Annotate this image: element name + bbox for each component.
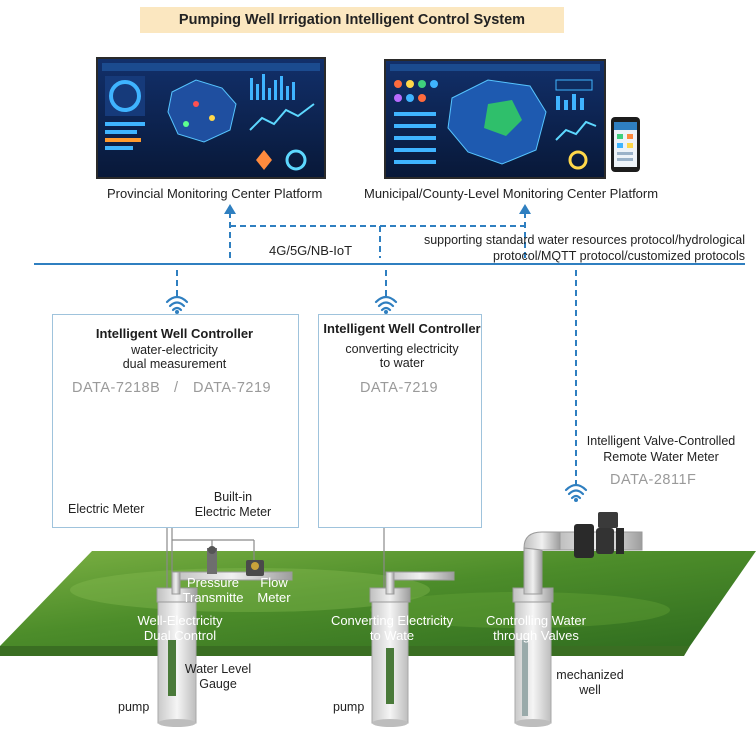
controller-left-subtitle-1: water-electricity xyxy=(131,343,218,357)
model-separator: / xyxy=(174,380,179,396)
controller-middle-header: Intelligent Well Controller converting e… xyxy=(318,321,486,370)
converting-electricity-label: Converting Electricity to Wate xyxy=(322,613,462,643)
water-level-line-2: Gauge xyxy=(199,677,237,691)
ground-pipes xyxy=(156,512,643,603)
pressure-line-2: Transmitte xyxy=(182,590,244,605)
model-2811f: DATA-2811F xyxy=(610,472,697,488)
well-electricity-label: Well-Electricity Dual Control xyxy=(125,613,235,643)
mechanized-well-label: mechanized well xyxy=(548,668,632,698)
pressure-line-1: Pressure xyxy=(186,575,240,590)
wifi-icons xyxy=(165,295,588,500)
controller-middle-subtitle-1: converting electricity xyxy=(345,342,459,356)
municipal-platform-screen xyxy=(384,59,640,179)
controlling-water-label: Controlling Water through Valves xyxy=(476,613,596,643)
wiring xyxy=(166,528,385,600)
built-in-meter-line-2: Electric Meter xyxy=(194,505,272,519)
controller-middle-title: Intelligent Well Controller xyxy=(323,321,481,336)
well-casings xyxy=(157,597,552,727)
pressure-transmitter-label: Pressure Transmitte xyxy=(176,575,250,605)
pump-middle-label: pump xyxy=(333,700,365,714)
model-7218b: DATA-7218B xyxy=(72,380,161,396)
mech-line-1: mechanized xyxy=(556,668,624,682)
well-elec-line-2: Dual Control xyxy=(143,628,217,643)
mech-line-2: well xyxy=(579,683,601,697)
controller-left-title: Intelligent Well Controller xyxy=(95,326,254,341)
arrowheads xyxy=(224,204,531,214)
network-links xyxy=(176,212,577,486)
provincial-platform-screen xyxy=(96,57,326,179)
controller-middle-subtitle-2: to water xyxy=(379,356,425,370)
controlling-line-2: through Valves xyxy=(493,628,579,643)
pump-left-label: pump xyxy=(118,700,150,714)
network-label: 4G/5G/NB-IoT xyxy=(269,243,353,258)
valve-title-line-2: Remote Water Meter xyxy=(603,450,719,464)
flow-meter-label: Flow Meter xyxy=(250,575,298,605)
water-level-line-1: Water Level xyxy=(184,662,252,676)
converting-line-2: to Wate xyxy=(369,628,415,643)
controller-box-converting xyxy=(318,314,482,528)
protocol-support-text: supporting standard water resources prot… xyxy=(395,232,745,264)
converting-line-1: Converting Electricity xyxy=(330,613,454,628)
electric-meter-label: Electric Meter xyxy=(68,502,145,516)
built-in-meter-label: Built-in Electric Meter xyxy=(187,490,279,520)
controller-left-header: Intelligent Well Controller water-electr… xyxy=(52,326,297,371)
flow-line-2: Meter xyxy=(257,590,291,605)
controller-left-subtitle-2: dual measurement xyxy=(122,357,227,371)
protocol-line-2: protocol/MQTT protocol/customized protoc… xyxy=(493,249,745,263)
valve-title-line-1: Intelligent Valve-Controlled xyxy=(586,434,736,448)
flow-line-1: Flow xyxy=(260,575,288,590)
water-level-gauge-label: Water Level Gauge xyxy=(180,662,256,692)
valve-meter-title: Intelligent Valve-Controlled Remote Wate… xyxy=(566,433,756,465)
provincial-platform-label: Provincial Monitoring Center Platform xyxy=(107,186,323,201)
page-title: Pumping Well Irrigation Intelligent Cont… xyxy=(140,7,564,33)
built-in-meter-line-1: Built-in xyxy=(213,490,253,504)
model-7219-middle: DATA-7219 xyxy=(359,380,439,396)
controller-box-dual-measurement xyxy=(52,314,299,528)
controlling-line-1: Controlling Water xyxy=(486,613,586,628)
model-7219-left: DATA-7219 xyxy=(193,380,272,396)
well-elec-line-1: Well-Electricity xyxy=(137,613,223,628)
municipal-platform-label: Municipal/County-Level Monitoring Center… xyxy=(364,186,659,201)
protocol-line-1: supporting standard water resources prot… xyxy=(423,233,745,247)
